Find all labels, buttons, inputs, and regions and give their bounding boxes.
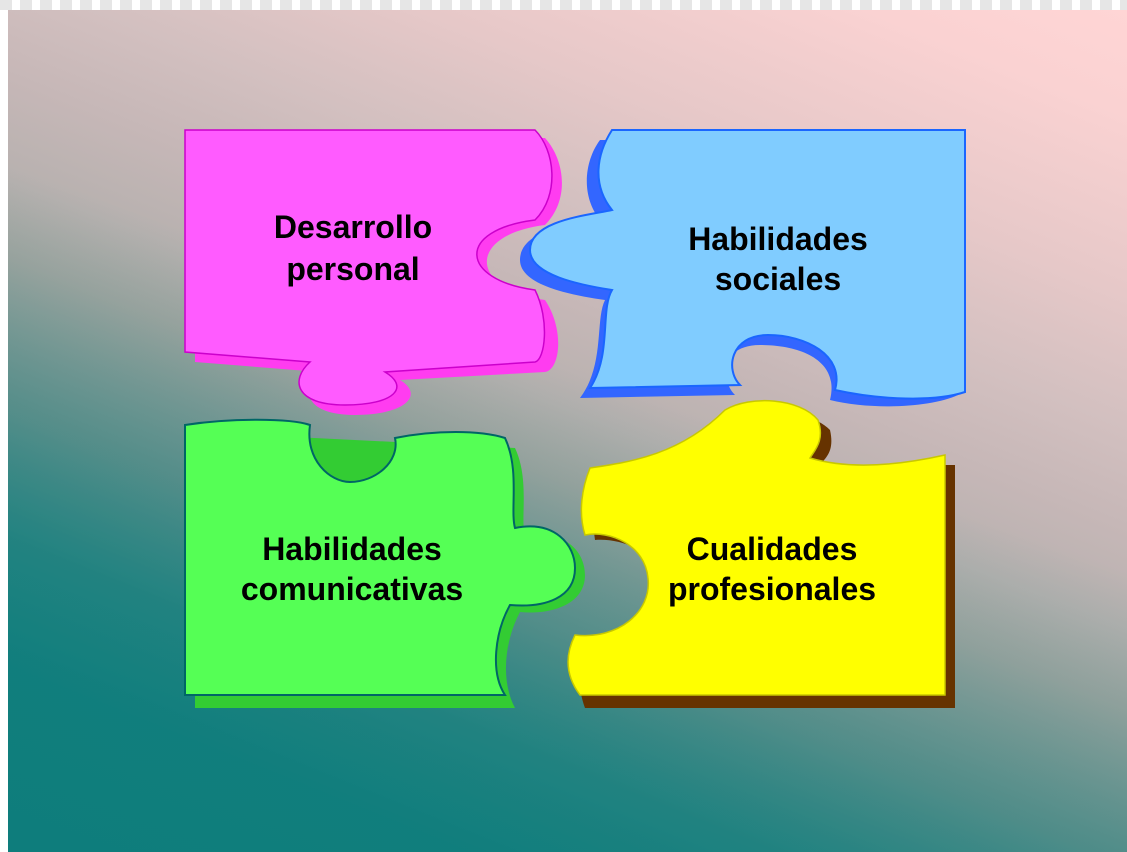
- piece-label-line2: personal: [286, 251, 419, 287]
- piece-label-line2: comunicativas: [241, 571, 463, 607]
- puzzle-piece-desarrollo-personal: Desarrollo personal: [184, 129, 562, 415]
- puzzle-piece-body-sociales: [528, 129, 966, 400]
- top-dashed-border: [0, 0, 1127, 10]
- piece-label-line2: sociales: [715, 261, 841, 297]
- piece-label-line1: Desarrollo: [274, 209, 432, 245]
- puzzle-piece-habilidades-comunicativas: Habilidades comunicativas: [184, 418, 585, 708]
- puzzle-piece-body-desarrollo: [184, 129, 553, 406]
- puzzle-piece-body-comunicativas: [184, 418, 577, 696]
- puzzle-piece-habilidades-sociales: Habilidades sociales: [520, 129, 966, 407]
- piece-label-line1: Habilidades: [262, 531, 442, 567]
- puzzle-piece-cualidades-profesionales: Cualidades profesionales: [567, 400, 955, 708]
- piece-label-line2: profesionales: [668, 571, 876, 607]
- piece-label-line1: Cualidades: [687, 531, 858, 567]
- piece-label-line1: Habilidades: [688, 221, 868, 257]
- puzzle-piece-body-profesionales: [567, 400, 946, 696]
